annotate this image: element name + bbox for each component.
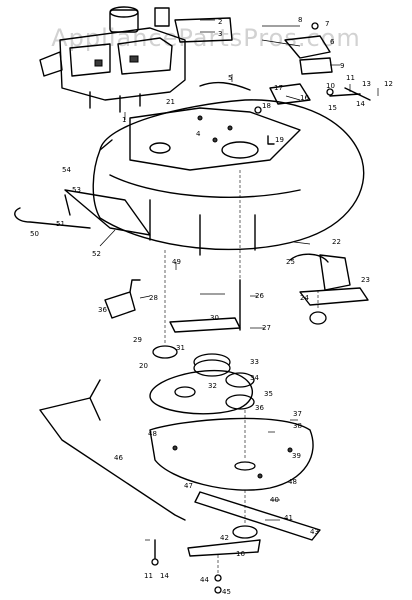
callout-44: 44: [200, 576, 209, 584]
throttle-assembly-icon: [199, 22, 371, 145]
callout-48: 48: [148, 430, 157, 438]
callout-46: 46: [114, 454, 123, 462]
callout-23: 23: [361, 276, 370, 284]
engine-icon: [39, 6, 233, 113]
callout-31: 31: [176, 344, 185, 352]
callout-10: 10: [326, 82, 335, 90]
callout-29: 29: [133, 336, 142, 344]
callout-39: 39: [292, 452, 301, 460]
callout-9: 9: [340, 62, 344, 70]
callout-14b: 14: [160, 572, 169, 580]
callout-17: 17: [274, 84, 283, 92]
callout-37: 37: [293, 410, 302, 418]
callout-36b: 36: [98, 306, 107, 314]
callout-22: 22: [332, 238, 341, 246]
callout-16: 16: [236, 550, 245, 558]
callout-41: 41: [284, 514, 293, 522]
callout-2: 2: [218, 18, 222, 26]
bracket-icon: [289, 253, 369, 325]
pulley-icon: [152, 279, 255, 410]
callout-21: 21: [166, 98, 175, 106]
callout-47: 47: [184, 482, 193, 490]
callout-6: 6: [330, 38, 335, 46]
mower-deck-icon: [92, 99, 365, 256]
callout-51: 51: [56, 220, 65, 228]
belt-icon: [149, 317, 253, 415]
lever-icon: [104, 279, 141, 319]
callout-33: 33: [250, 358, 259, 366]
callout-15: 15: [328, 104, 337, 112]
callout-52: 52: [92, 250, 101, 258]
callout-11: 11: [346, 74, 355, 82]
callout-8: 8: [298, 16, 302, 24]
callout-43: 43: [310, 528, 319, 536]
callout-28: 28: [149, 294, 158, 302]
callout-16: 16: [300, 94, 309, 102]
callout-11b: 11: [144, 572, 153, 580]
callout-30: 30: [210, 314, 219, 322]
callout-45: 45: [222, 588, 231, 596]
callouts: 1 2 3 4 5 6 7 8 9 10 11 12 13 14 15 16 1…: [30, 16, 393, 596]
callout-54: 54: [62, 166, 71, 174]
callout-25: 25: [286, 258, 295, 266]
callout-4: 4: [196, 130, 201, 138]
callout-18: 18: [262, 102, 271, 110]
callout-53: 53: [72, 186, 81, 194]
bolt-icon: [151, 539, 222, 594]
callout-49: 49: [172, 258, 181, 266]
callout-leaders: [99, 19, 379, 541]
blade-icon: [187, 491, 321, 557]
rod-icon: [39, 379, 186, 521]
callout-5: 5: [228, 74, 232, 82]
callout-50: 50: [30, 230, 39, 238]
callout-24: 24: [300, 294, 309, 302]
deflector-icon: [14, 189, 151, 236]
callout-19: 19: [275, 136, 284, 144]
callout-48b: 48: [288, 478, 297, 486]
callout-12: 12: [384, 80, 393, 88]
callout-32: 32: [208, 382, 217, 390]
callout-1: 1: [122, 116, 126, 124]
callout-36: 36: [255, 404, 264, 412]
blade-housing-icon: [149, 417, 314, 491]
callout-34: 34: [250, 374, 259, 382]
callout-42: 42: [220, 534, 229, 542]
callout-7: 7: [325, 20, 329, 28]
callout-40: 40: [270, 496, 279, 504]
callout-26: 26: [255, 292, 264, 300]
callout-3: 3: [218, 30, 222, 38]
callout-27: 27: [262, 324, 271, 332]
callout-20: 20: [139, 362, 148, 370]
callout-13: 13: [362, 80, 371, 88]
callout-14: 14: [356, 100, 365, 108]
callout-35: 35: [264, 390, 273, 398]
callout-38: 38: [293, 422, 302, 430]
